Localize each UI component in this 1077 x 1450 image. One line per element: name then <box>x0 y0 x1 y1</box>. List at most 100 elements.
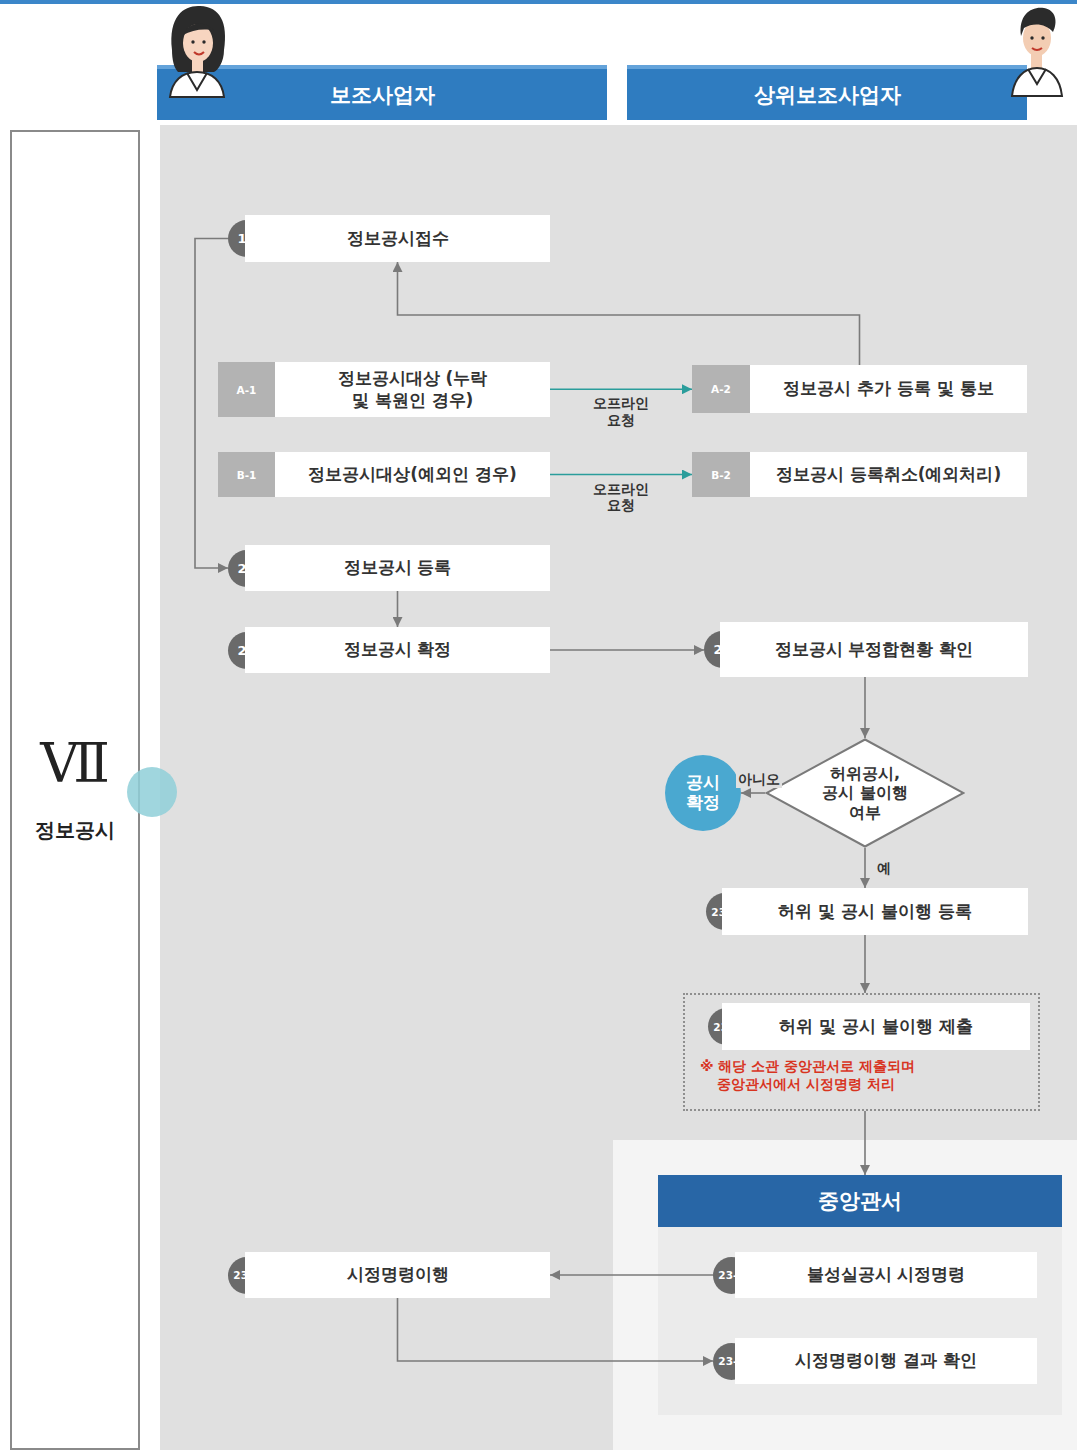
terminal-text: 공시 확정 <box>683 773 722 812</box>
step-tab: A-2 <box>692 365 750 413</box>
connector <box>864 935 866 993</box>
step-number: 23-1 <box>711 906 737 918</box>
process-body: 정보공시 확정 <box>245 627 550 673</box>
process-box: 23-3 불성실공시 시정명령 <box>713 1252 1037 1298</box>
process-body: 정보공시 추가 등록 및 통보 <box>750 365 1027 413</box>
connector <box>550 1274 713 1276</box>
connector <box>550 388 692 390</box>
process-box: A-1 정보공시대상 (누락 및 복원인 경우) <box>218 362 550 417</box>
edge-label-holder: 오프라인 요청 <box>587 395 655 429</box>
lane-title: 상위보조사업자 <box>754 81 901 109</box>
grey-ground <box>160 125 1077 1450</box>
step-number: 21 <box>237 643 255 658</box>
step-number: B-2 <box>711 469 731 481</box>
step-label: 정보공시 확정 <box>344 639 452 660</box>
process-body: 시정명령이행 결과 확인 <box>735 1338 1037 1384</box>
process-box: 22 정보공시 부정합현황 확인 <box>704 622 1028 677</box>
step-tab: B-1 <box>218 452 275 497</box>
process-box: 23-4 시정명령이행 <box>228 1252 550 1298</box>
step-number: 22 <box>713 642 731 657</box>
step-number: 23-4 <box>233 1269 259 1281</box>
process-box: A-2 정보공시 추가 등록 및 통보 <box>692 365 1027 413</box>
step-label: 시정명령이행 결과 확인 <box>795 1350 977 1371</box>
note-holder: ※ 해당 소관 중앙관서로 제출되며 중앙관서에서 시정명령 처리 <box>700 1057 941 1093</box>
process-body: 불성실공시 시정명령 <box>735 1252 1037 1298</box>
process-box: 19 정보공시접수 <box>228 215 550 262</box>
step-label: 정보공시 등록취소(예외처리) <box>776 464 1001 485</box>
decision-diamond: 허위공시, 공시 불이행 여부 <box>765 738 965 848</box>
connector <box>864 677 866 738</box>
connector <box>398 1298 714 1361</box>
diamond-shape <box>767 740 964 847</box>
dashed-group: ※ 해당 소관 중앙관서로 제출되며 중앙관서에서 시정명령 처리 23-2 허위 … <box>683 993 1040 1111</box>
process-box: B-1 정보공시대상(예외인 경우) <box>218 452 550 497</box>
connector <box>550 649 704 651</box>
process-box: 23-1 허위 및 공시 불이행 등록 <box>706 888 1028 935</box>
edge-label-holder: 아니오 <box>736 771 782 788</box>
terminal-circle: 공시 확정 <box>665 755 741 831</box>
panel-title: 중앙관서 <box>818 1187 902 1215</box>
section-marker-dot <box>127 767 177 817</box>
section-box: Ⅶ 정보공시 <box>10 130 140 1450</box>
step-label: 정보공시대상(예외인 경우) <box>308 464 516 485</box>
step-number: 19 <box>237 231 255 246</box>
step-label: 정보공시 부정합현황 확인 <box>775 639 974 660</box>
process-box: B-2 정보공시 등록취소(예외처리) <box>692 452 1027 497</box>
lane-title: 보조사업자 <box>330 81 435 109</box>
step-number: 23-2 <box>713 1021 739 1033</box>
edge-label-holder: 예 <box>875 860 893 877</box>
step-label: 정보공시 추가 등록 및 통보 <box>783 378 994 399</box>
step-tab: A-1 <box>218 362 275 417</box>
top-rule <box>0 0 1077 4</box>
edge-label-holder: 오프라인 요청 <box>587 481 655 515</box>
step-label: 불성실공시 시정명령 <box>807 1264 966 1285</box>
step-label: 시정명령이행 <box>347 1264 449 1285</box>
process-body: 정보공시 등록취소(예외처리) <box>750 452 1027 497</box>
connector <box>398 262 860 365</box>
edge-label: 오프라인 요청 <box>587 481 655 515</box>
light-ground <box>613 1140 1077 1450</box>
process-body: 정보공시대상 (누락 및 복원인 경우) <box>275 362 550 417</box>
man-icon <box>1012 8 1062 96</box>
step-number: 23-3 <box>718 1269 744 1281</box>
step-number: 23-5 <box>718 1355 744 1367</box>
edge-label: 예 <box>875 860 893 877</box>
connector <box>864 1111 866 1175</box>
process-body: 정보공시 부정합현황 확인 <box>720 622 1028 677</box>
decision-text: 허위공시, 공시 불이행 여부 <box>817 764 913 822</box>
panel-fill <box>658 1175 1062 1415</box>
step-label: 허위 및 공시 불이행 제출 <box>779 1016 973 1037</box>
connector <box>741 792 765 794</box>
lane-header: 보조사업자 <box>157 65 607 120</box>
lane-header: 상위보조사업자 <box>627 65 1027 120</box>
process-box: 21 정보공시 확정 <box>228 627 550 673</box>
process-box: 20 정보공시 등록 <box>228 545 550 591</box>
process-body: 정보공시대상(예외인 경우) <box>275 452 550 497</box>
step-tab: B-2 <box>692 452 750 497</box>
diamond-text-holder: 허위공시, 공시 불이행 여부 <box>765 738 965 848</box>
agency-panel: 중앙관서 23-3 불성실공시 시정명령 23-5 시정명령이행 결과 확인 <box>658 1175 1062 1415</box>
step-number: B-1 <box>237 469 257 481</box>
process-body: 허위 및 공시 불이행 제출 <box>722 1003 1030 1050</box>
connector <box>397 591 399 627</box>
process-body: 허위 및 공시 불이행 등록 <box>722 888 1028 935</box>
process-body: 정보공시접수 <box>245 215 550 262</box>
step-number: 20 <box>237 561 255 576</box>
edge-label: 아니오 <box>736 771 782 788</box>
section-title: 정보공시 <box>35 817 115 844</box>
step-label: 정보공시접수 <box>347 228 449 249</box>
section-number: Ⅶ <box>40 737 110 791</box>
step-label: 정보공시 등록 <box>344 557 452 578</box>
process-body: 시정명령이행 <box>245 1252 550 1298</box>
step-label: 정보공시대상 (누락 및 복원인 경우) <box>329 368 496 411</box>
note-text: ※ 해당 소관 중앙관서로 제출되며 중앙관서에서 시정명령 처리 <box>700 1057 941 1093</box>
panel-header: 중앙관서 <box>658 1175 1062 1227</box>
process-box: 23-5 시정명령이행 결과 확인 <box>713 1338 1037 1384</box>
step-label: 허위 및 공시 불이행 등록 <box>778 901 972 922</box>
connector <box>550 474 692 476</box>
process-box: 23-2 허위 및 공시 불이행 제출 <box>708 1003 1030 1050</box>
woman-icon <box>170 6 225 97</box>
process-body: 정보공시 등록 <box>245 545 550 591</box>
step-number: A-2 <box>711 383 731 395</box>
